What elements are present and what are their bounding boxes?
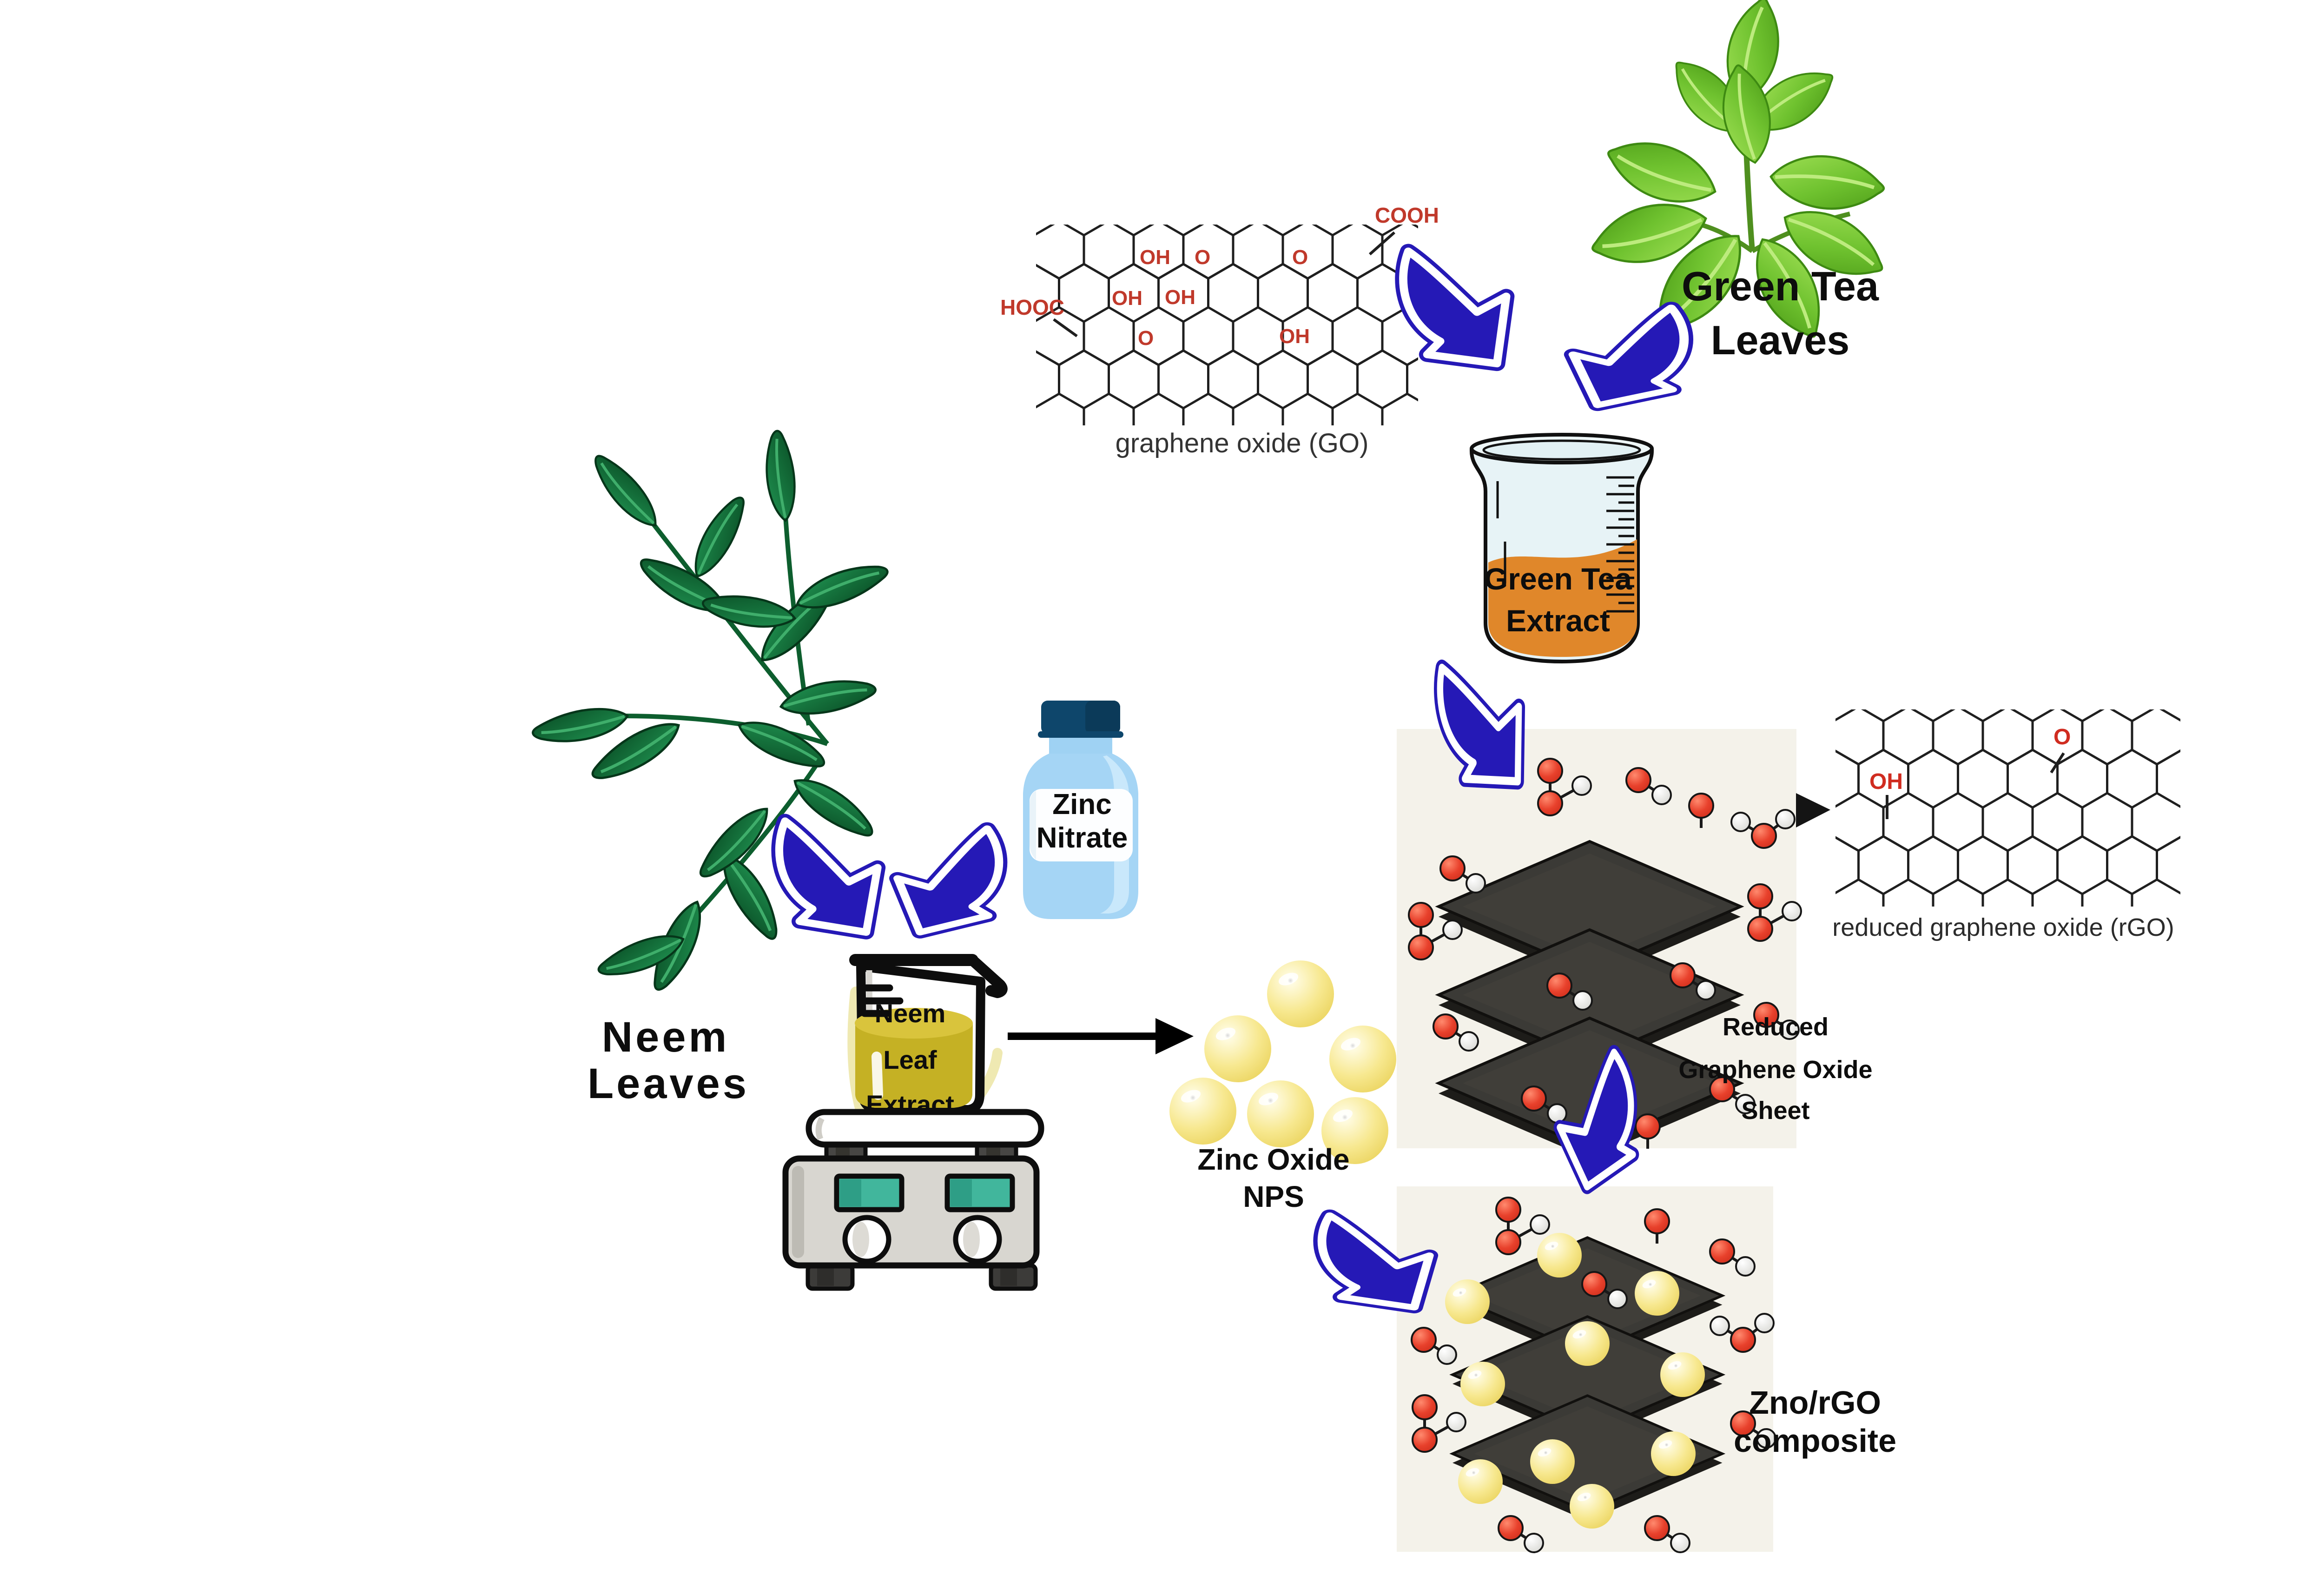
zinc-oxide-nanoparticles	[1169, 960, 1396, 1164]
green-tea-extract-line1: Green Tea	[1484, 562, 1632, 596]
zno-rgo-composite-stack	[1397, 1186, 1773, 1552]
go-oh-label: OH	[1165, 286, 1195, 309]
graphene-oxide-lattice	[1036, 225, 1418, 425]
neem-title-line2: Leaves	[587, 1060, 750, 1107]
rgo-o-label: O	[2053, 725, 2071, 749]
zinc-nitrate-line2: Nitrate	[1036, 822, 1128, 854]
go-oh-label: OH	[1112, 287, 1142, 310]
go-oh-label: OH	[1279, 325, 1310, 348]
neem-extract-line2: Leaf	[883, 1045, 937, 1074]
rgo-oh-label: OH	[1869, 769, 1903, 794]
arrow-extract-to-zno	[1008, 1018, 1194, 1054]
hot-plate-stirrer	[782, 1109, 1044, 1291]
zinc-nitrate-line1: Zinc	[1052, 788, 1112, 821]
go-o-label: O	[1292, 246, 1308, 269]
composite-label-line2: composite	[1733, 1423, 1897, 1459]
rgo-sheet-label-line3: Sheet	[1741, 1097, 1810, 1125]
arrow-sheets-to-composite	[1548, 1055, 1638, 1195]
neem-leaves-illustration	[586, 465, 892, 1004]
zinc-oxide-nps-line1: Zinc Oxide	[1197, 1143, 1350, 1176]
green-tea-leaves-illustration	[1552, 9, 1952, 270]
arrow-tea-to-extract	[1555, 305, 1690, 414]
arrow-zinc-to-extract	[881, 825, 1004, 941]
go-oh-label: OH	[1140, 246, 1170, 269]
reduced-graphene-oxide-lattice	[1835, 709, 2180, 907]
green-tea-extract-line2: Extract	[1506, 603, 1610, 638]
green-tea-title-line2: Leaves	[1710, 317, 1850, 363]
neem-extract-line1: Neem	[874, 999, 946, 1028]
rgo-sheet-label-line1: Reduced	[1722, 1013, 1829, 1041]
green-tea-title-line1: Green Tea	[1682, 263, 1879, 309]
go-o-label: O	[1195, 246, 1211, 269]
neem-leaf-extract-beaker	[847, 954, 1008, 1120]
arrow-neem-to-extract	[779, 811, 895, 946]
go-caption: graphene oxide (GO)	[1115, 428, 1369, 458]
rgo-sheet-label-line2: Graphene Oxide	[1678, 1056, 1873, 1084]
arrow-sheets-to-rgo-structure	[1796, 793, 1830, 828]
composite-label-line1: Zno/rGO	[1749, 1384, 1881, 1421]
neem-title-line1: Neem	[601, 1013, 730, 1061]
go-cooh-label: COOH	[1375, 203, 1439, 227]
go-o-label: O	[1138, 327, 1154, 350]
go-hooc-label: HOOC	[1000, 295, 1064, 319]
rgo-caption: reduced graphene oxide (rGO)	[1832, 914, 2174, 941]
zinc-nitrate-bottle	[1023, 701, 1138, 919]
zinc-oxide-nps-line2: NPS	[1243, 1180, 1304, 1213]
green-tea-extract-beaker	[1469, 433, 1654, 664]
arrow-go-to-extract	[1404, 239, 1525, 379]
